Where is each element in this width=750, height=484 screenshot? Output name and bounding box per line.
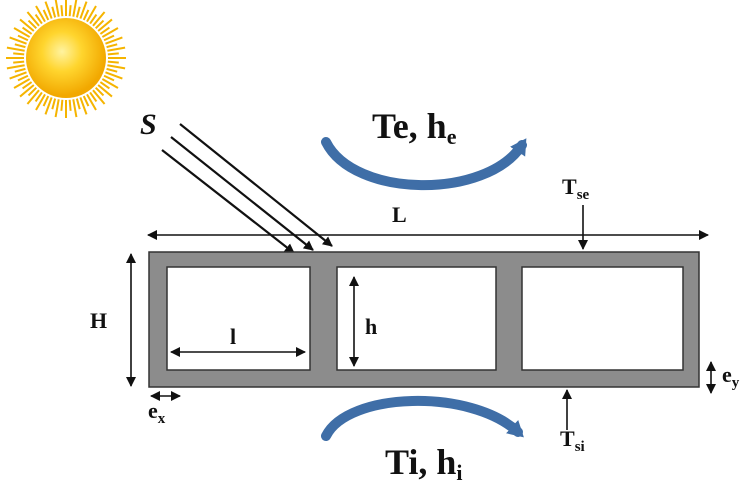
sun-ray <box>51 6 57 18</box>
sun-ray <box>27 19 38 30</box>
sun-ray <box>22 26 33 35</box>
sun-icon <box>6 0 126 118</box>
sun-ray <box>105 71 123 80</box>
sun-ray <box>89 14 98 25</box>
sun-ray <box>17 34 29 42</box>
sun-ray <box>54 0 60 17</box>
sun-ray <box>94 19 105 30</box>
sun-ray <box>13 27 31 38</box>
sun-ray <box>26 89 40 105</box>
sun-ray <box>51 98 57 110</box>
sun-ray <box>19 84 35 98</box>
sun-ray <box>13 60 25 64</box>
sun-ray <box>92 89 106 105</box>
sun-ray <box>99 26 110 35</box>
sun-ray <box>60 99 64 111</box>
ex-label: ex <box>148 398 166 427</box>
sun-ray <box>101 78 119 89</box>
sun-ray <box>68 5 72 17</box>
sun-ray <box>68 99 72 111</box>
sun-ray <box>9 36 27 45</box>
sun-ray <box>106 67 118 73</box>
sun-ray <box>14 67 26 73</box>
sun-ray <box>42 95 50 107</box>
sun-ray <box>79 97 88 115</box>
sun-ray <box>14 43 26 49</box>
sun-ray <box>99 81 110 90</box>
inner-temperature-label: Ti, hi <box>385 442 463 484</box>
sun-ray <box>79 1 88 19</box>
sun-ray <box>107 52 119 56</box>
ey-label: ey <box>722 362 740 391</box>
inner-surface-temperature-label: Tsi <box>560 426 585 455</box>
sun-ray <box>86 5 97 23</box>
outer-flow-arrow-icon <box>321 137 527 191</box>
sun-ray <box>105 36 123 45</box>
sun-ray <box>106 43 118 49</box>
sun-ray <box>27 86 38 97</box>
sun-ray <box>26 11 40 27</box>
sun-ray <box>92 11 106 27</box>
sun-ray <box>82 9 90 21</box>
sun-ray <box>17 74 29 82</box>
sun-ray <box>34 14 43 25</box>
sun-ray <box>82 95 90 107</box>
sun-ray <box>72 99 78 118</box>
sun-ray <box>107 46 126 52</box>
sun-ray <box>54 99 60 118</box>
sun-ray <box>19 18 35 32</box>
sun-ray <box>44 1 53 19</box>
sun-ray <box>44 97 53 115</box>
outer-surface-temperature-label: Tse <box>562 174 590 203</box>
sun-ray <box>42 9 50 21</box>
sun-ray <box>35 93 46 111</box>
cavity-length-label: l <box>230 324 236 349</box>
cavity-height-label: h <box>365 314 377 339</box>
sun-ray <box>34 91 43 102</box>
solar-radiation-arrows <box>161 123 333 254</box>
sun-ray <box>103 74 115 82</box>
sun-ray <box>35 5 46 23</box>
sun-ray <box>6 64 25 70</box>
sun-ray <box>75 98 81 110</box>
sun-ray <box>60 5 64 17</box>
solar-flux-label: S <box>140 108 157 141</box>
sun-ray <box>22 81 33 90</box>
hollow-brick <box>148 251 700 388</box>
sun-ray <box>101 27 119 38</box>
sun-ray <box>72 0 78 17</box>
sun-ray <box>13 52 25 56</box>
length-label: L <box>392 202 407 227</box>
outer-temperature-label: Te, he <box>372 106 457 149</box>
sun-ray <box>13 78 31 89</box>
sun-ray <box>97 18 113 32</box>
sun-ray <box>107 60 119 64</box>
inner-flow-arrow-icon <box>321 396 524 441</box>
sun-ray <box>89 91 98 102</box>
sun-ray <box>94 86 105 97</box>
sun-ray <box>97 84 113 98</box>
sun-ray <box>9 71 27 80</box>
sun-ray <box>75 6 81 18</box>
sun-ray <box>103 34 115 42</box>
height-label: H <box>90 308 107 333</box>
sun-ray <box>107 64 126 70</box>
sun-ray <box>6 46 25 52</box>
sun-ray <box>86 93 97 111</box>
